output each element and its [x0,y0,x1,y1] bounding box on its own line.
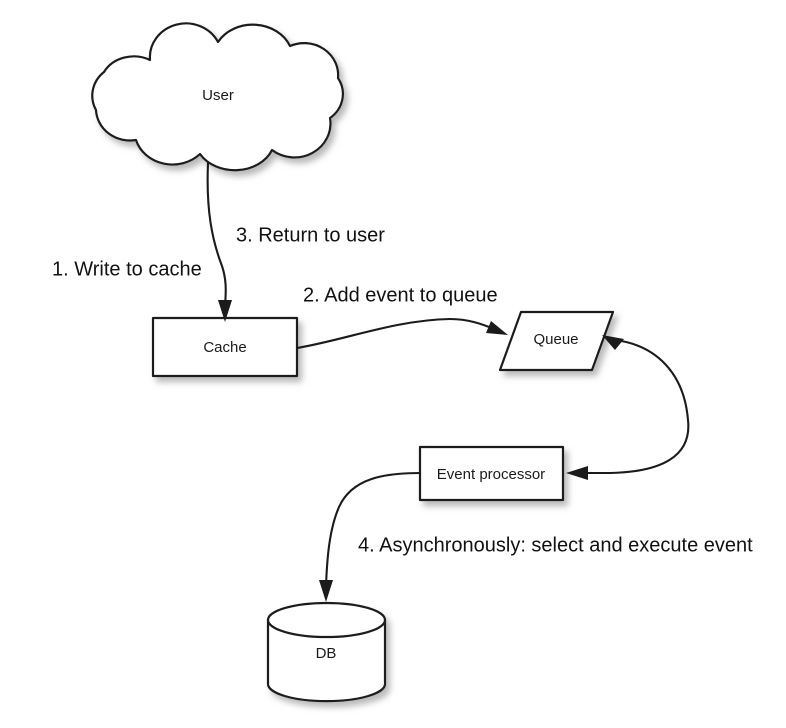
node-event-processor[interactable]: Event processor [418,445,565,502]
node-db[interactable]: DB [266,601,387,703]
edge-event-processor-to-db [319,471,422,602]
edge-user-to-cache [206,161,232,322]
step-label-2: 2. Add event to queue [303,284,498,306]
node-cache-label: Cache [203,339,246,356]
node-cache[interactable]: Cache [151,316,299,378]
step-label-1: 1. Write to cache [52,258,202,280]
node-user[interactable]: User [91,22,344,172]
edge-queue-event-processor [566,335,690,480]
arrow-head-db [319,580,333,602]
step-label-4: 4. Asynchronously: select and execute ev… [358,534,753,556]
node-queue-label: Queue [533,331,578,348]
step-label-3: 3. Return to user [236,224,385,246]
node-event-processor-label: Event processor [437,466,545,483]
arrow-head-queue [486,321,508,335]
arrow-head-queue-return [602,335,624,350]
edge-cache-to-queue [295,317,508,350]
node-queue[interactable]: Queue [498,310,615,372]
node-db-label: DB [316,645,337,662]
arrow-head-cache [218,300,232,322]
node-user-label: User [202,87,234,104]
arrow-head-event-processor [566,466,588,480]
